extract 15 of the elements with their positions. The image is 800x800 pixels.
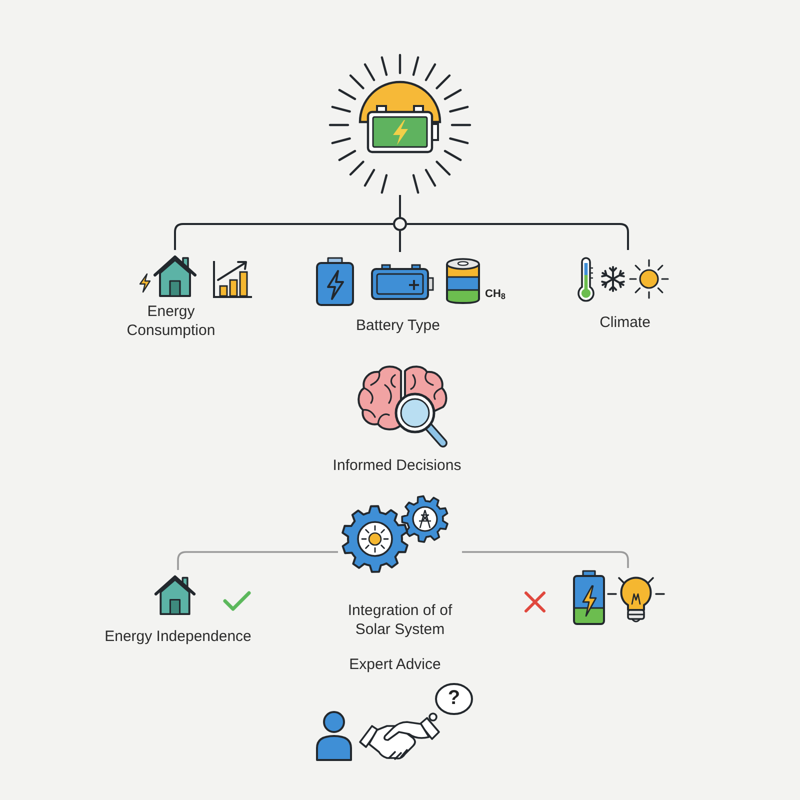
node-label: Climate [600, 313, 650, 332]
node-label: Expert Advice [349, 655, 441, 674]
question-mark: ? [448, 686, 460, 710]
formula-label: CH$_{8}$ [485, 288, 506, 301]
connector-line [407, 223, 629, 250]
connector-line [177, 551, 338, 570]
connector-line [399, 195, 401, 217]
junction-circle [393, 217, 407, 231]
node-label: Battery Type [356, 316, 440, 335]
node-label: Informed Decisions [332, 456, 462, 475]
connector-line [399, 231, 401, 252]
node-label: Energy Consumption [126, 302, 216, 340]
connector-line [174, 223, 393, 250]
node-label: Energy Independence [104, 627, 252, 646]
node-label: Integration of of Solar System [346, 601, 454, 639]
